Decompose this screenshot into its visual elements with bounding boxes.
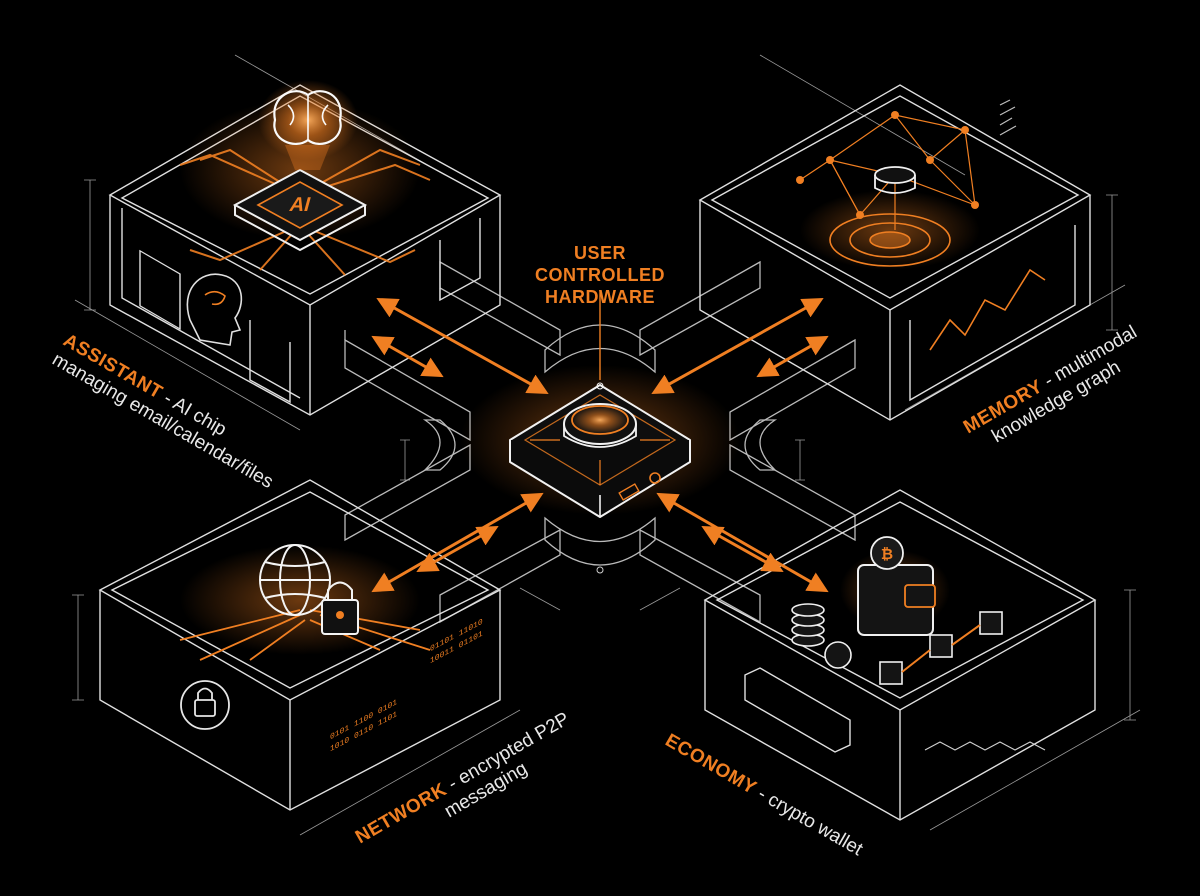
svg-text:₿: ₿: [881, 546, 893, 563]
coin-stack-icon: [791, 603, 852, 669]
wallet-icon: ₿: [840, 536, 950, 636]
padlock-icon: [321, 581, 359, 635]
center-title-line2: CONTROLLED: [535, 265, 665, 285]
head-brain-icon: [186, 273, 243, 346]
network-module: 0101 1100 0101 1010 0110 1101 01101 1101…: [98, 479, 502, 811]
blockchain-icon: [879, 611, 1003, 685]
ai-chip-icon: AI: [232, 168, 368, 252]
center-title: USER CONTROLLED HARDWARE: [520, 242, 680, 308]
central-hardware-device: [460, 290, 740, 574]
globe-icon: [259, 544, 331, 616]
center-title-line1: USER: [573, 243, 626, 263]
memory-module: [698, 84, 1092, 421]
brain-icon: [258, 80, 358, 170]
center-title-line3: HARDWARE: [545, 287, 655, 307]
assistant-module: AI: [108, 80, 502, 416]
knowledge-graph-icon: [796, 111, 979, 230]
wall-lock-icon: [180, 680, 230, 730]
trend-chart-icon: [929, 268, 1046, 351]
connection-arrows: [371, 297, 829, 593]
svg-text:AI: AI: [287, 194, 313, 216]
economy-module: ₿: [703, 489, 1097, 821]
